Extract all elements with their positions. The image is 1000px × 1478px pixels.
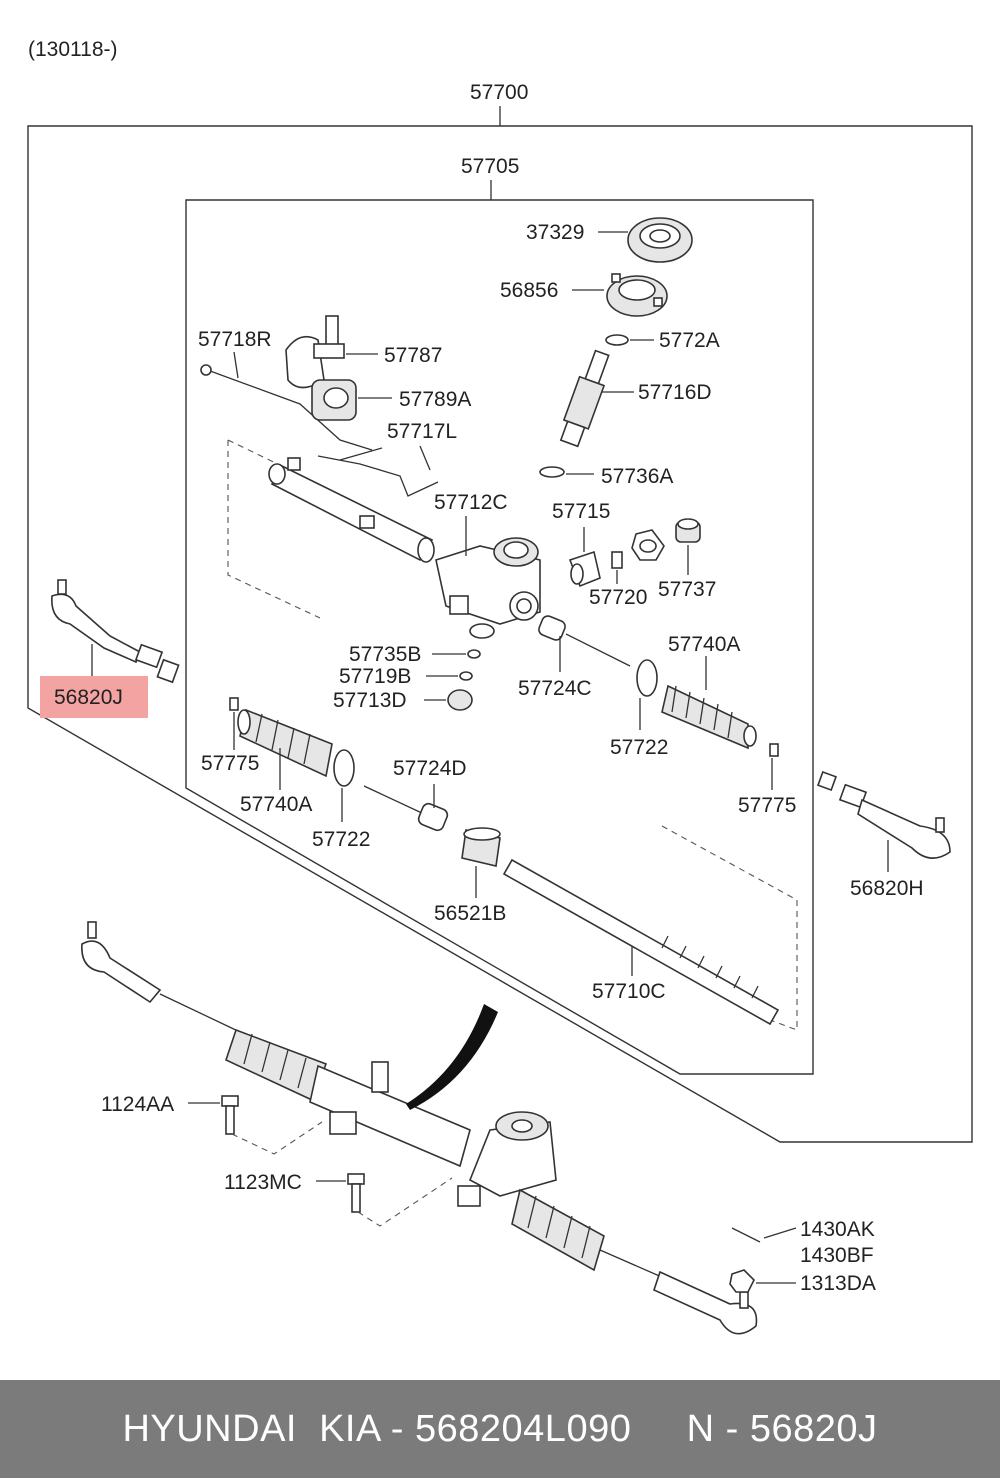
bellows-boot-right-part xyxy=(661,684,757,750)
label-56820J: 56820J xyxy=(54,686,123,709)
label-57736A: 57736A xyxy=(601,465,673,488)
footer-diagram-code: N - 56820J xyxy=(686,1407,878,1450)
part-number-footer: HYUNDAI KIA - 568204L090 N - 56820J xyxy=(0,1380,1000,1478)
rack-bar-part xyxy=(502,858,780,1026)
label-57775-right: 57775 xyxy=(738,794,796,817)
label-56856: 56856 xyxy=(500,279,558,302)
pointer-arrow xyxy=(406,1004,498,1110)
date-code-label: (130118-) xyxy=(28,38,118,61)
footer-gap xyxy=(631,1408,686,1451)
label-57789A: 57789A xyxy=(399,388,471,411)
sub-assembly-number-label: 57705 xyxy=(461,155,519,178)
sub-assembly-frame xyxy=(185,199,814,1075)
inner-tie-rod-left-part xyxy=(363,785,449,832)
bearing-cap-part xyxy=(627,217,693,263)
parts-diagram: (130118-) 57700 57705 37329 56856 5772A … xyxy=(27,38,973,1335)
label-57710C: 57710C xyxy=(592,980,666,1003)
assembly-number-label: 57700 xyxy=(470,81,528,104)
label-57717L: 57717L xyxy=(387,420,457,443)
label-57722-right: 57722 xyxy=(610,736,668,759)
label-57737: 57737 xyxy=(658,578,716,601)
label-57735B: 57735B xyxy=(349,643,421,666)
label-1124AA: 1124AA xyxy=(101,1093,174,1116)
label-57718R: 57718R xyxy=(198,328,272,351)
label-37329: 37329 xyxy=(526,221,584,244)
highlighted-part-box xyxy=(40,676,148,718)
label-57715: 57715 xyxy=(552,500,610,523)
label-57719B: 57719B xyxy=(339,665,411,688)
support-yoke-part xyxy=(568,550,601,588)
label-56820H: 56820H xyxy=(850,877,924,900)
label-1313DA: 1313DA xyxy=(800,1272,876,1295)
rack-bushing-part xyxy=(461,827,501,867)
yoke-plug-part xyxy=(606,273,668,317)
mounting-bracket-part xyxy=(285,315,345,389)
label-57775-left: 57775 xyxy=(201,752,259,775)
pinion-shaft-part xyxy=(559,349,610,448)
inner-tie-rod-right-part xyxy=(538,615,631,667)
label-57724C: 57724C xyxy=(518,677,592,700)
label-57720: 57720 xyxy=(589,586,647,609)
label-5772A: 5772A xyxy=(659,329,720,352)
tie-rod-end-left-part xyxy=(51,579,180,684)
footer-brand-part-number: HYUNDAI KIA - 568204L090 xyxy=(122,1407,632,1450)
label-57722-left: 57722 xyxy=(312,828,370,851)
label-57740A-right: 57740A xyxy=(668,633,740,656)
label-57716D: 57716D xyxy=(638,381,712,404)
label-1123MC: 1123MC xyxy=(224,1171,302,1194)
yoke-plug-cap-part xyxy=(675,518,701,543)
assembly-frame xyxy=(27,125,973,1143)
label-57724D: 57724D xyxy=(393,757,467,780)
label-57712C: 57712C xyxy=(434,491,508,514)
steering-gear-assembly-part xyxy=(81,921,758,1335)
mounting-bush-part xyxy=(311,379,357,421)
label-57740A-left: 57740A xyxy=(240,793,312,816)
label-1430AK: 1430AK xyxy=(800,1218,875,1241)
valve-housing-part xyxy=(435,537,541,625)
tie-rod-end-right-part xyxy=(817,771,951,859)
label-1430BF: 1430BF xyxy=(800,1244,874,1267)
label-56521B: 56521B xyxy=(434,902,506,925)
label-57787: 57787 xyxy=(384,344,442,367)
rack-housing-tube-part xyxy=(268,457,435,563)
label-57713D: 57713D xyxy=(333,689,407,712)
bellows-boot-left-part xyxy=(237,708,333,778)
